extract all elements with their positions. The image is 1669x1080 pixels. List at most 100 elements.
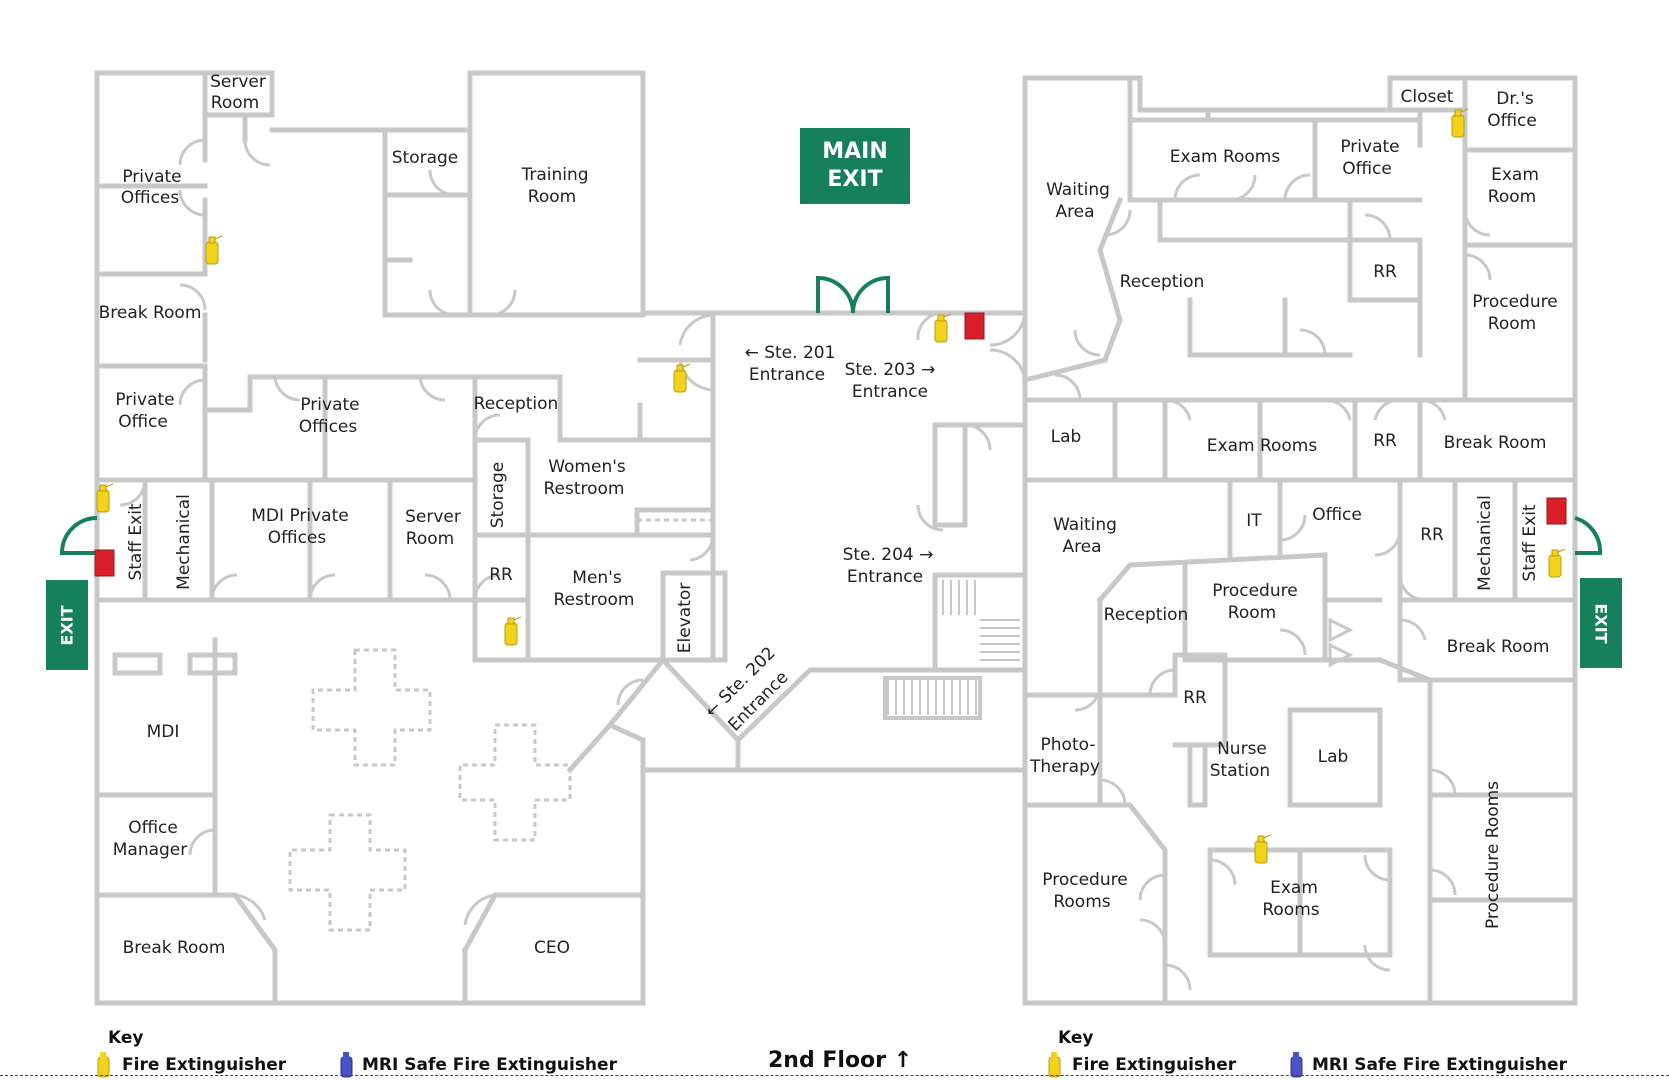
room-label: Exam Rooms bbox=[1170, 147, 1281, 167]
room-label: Room bbox=[1228, 603, 1276, 623]
room-label: Photo- bbox=[1041, 735, 1096, 755]
room-label: Men's bbox=[572, 568, 622, 588]
room-label: Station bbox=[1210, 761, 1270, 781]
north-arrow-icon: ↑ bbox=[893, 1048, 913, 1073]
entrance-label: Entrance bbox=[749, 365, 825, 385]
room-label: Room bbox=[211, 93, 259, 113]
left-exit-label: EXIT bbox=[57, 604, 77, 646]
room-label: RR bbox=[1420, 525, 1444, 545]
fire-extinguisher-icon bbox=[97, 1052, 110, 1078]
room-label: Therapy bbox=[1029, 757, 1100, 777]
key-left-fire-label: Fire Extinguisher bbox=[122, 1055, 287, 1075]
right-exit-sign: EXIT bbox=[1580, 578, 1622, 668]
room-label: Room bbox=[528, 187, 576, 207]
room-label: Exam bbox=[1270, 878, 1318, 898]
fire-extinguisher-icon bbox=[1048, 1052, 1061, 1078]
room-label: Office bbox=[128, 818, 178, 838]
room-label: Procedure bbox=[1042, 870, 1127, 890]
room-label: Procedure bbox=[1472, 292, 1557, 312]
room-label: RR bbox=[1183, 688, 1207, 708]
room-label: IT bbox=[1246, 511, 1262, 531]
room-label: Offices bbox=[268, 528, 327, 548]
room-label: Room bbox=[1488, 187, 1536, 207]
main-exit-door bbox=[59, 275, 1603, 555]
key-left-title: Key bbox=[108, 1028, 144, 1048]
key-right-title: Key bbox=[1058, 1028, 1094, 1048]
left-exit-sign: EXIT bbox=[46, 580, 88, 670]
mri-extinguisher-icon bbox=[1290, 1052, 1303, 1078]
fire-extinguisher-icon bbox=[934, 313, 952, 343]
walls bbox=[94, 70, 1578, 1006]
room-label: Break Room bbox=[123, 938, 226, 958]
room-label: Storage bbox=[392, 148, 459, 168]
room-label: Reception bbox=[1104, 605, 1189, 625]
room-label: Reception bbox=[1120, 272, 1205, 292]
room-label: Nurse bbox=[1217, 739, 1267, 759]
page-bottom-dashed-line bbox=[0, 1075, 1669, 1076]
entrance-label: ← Ste. 201 bbox=[745, 343, 836, 363]
room-label: Procedure Rooms bbox=[1483, 781, 1503, 929]
room-label: Private bbox=[115, 390, 174, 410]
room-label: Restroom bbox=[543, 479, 624, 499]
room-label: Rooms bbox=[1053, 892, 1110, 912]
room-label: Elevator bbox=[675, 583, 695, 653]
fire-alarm-icon bbox=[1546, 497, 1567, 525]
entrance-label: Ste. 204 → bbox=[843, 545, 934, 565]
room-label: Office bbox=[1342, 159, 1392, 179]
room-label: Private bbox=[1340, 137, 1399, 157]
fire-extinguisher-icon bbox=[1451, 108, 1469, 138]
floor-title: 2nd Floor ↑ bbox=[768, 1048, 912, 1073]
room-label: Room bbox=[406, 529, 454, 549]
room-label: Office bbox=[1312, 505, 1362, 525]
room-label: Women's bbox=[548, 457, 626, 477]
entrance-label: Entrance bbox=[852, 382, 928, 402]
fire-extinguisher-icon bbox=[504, 616, 522, 646]
key-right-fire-label: Fire Extinguisher bbox=[1072, 1055, 1237, 1075]
room-label: Break Room bbox=[1447, 637, 1550, 657]
room-label: Exam Rooms bbox=[1207, 436, 1318, 456]
fire-extinguisher-icon bbox=[1254, 834, 1272, 864]
fire-alarm-icon bbox=[94, 549, 115, 577]
room-label: Break Room bbox=[1444, 433, 1547, 453]
room-label: CEO bbox=[534, 938, 570, 958]
room-label: Office bbox=[1487, 111, 1537, 131]
room-label: Waiting bbox=[1046, 180, 1110, 200]
fire-extinguisher-icon bbox=[1548, 548, 1566, 578]
room-label: RR bbox=[489, 565, 513, 585]
room-label: Area bbox=[1062, 537, 1101, 557]
entrance-label: Entrance bbox=[847, 567, 923, 587]
room-label: Training bbox=[520, 165, 588, 185]
room-label: MDI Private bbox=[251, 506, 348, 526]
floor-title-text: 2nd Floor bbox=[768, 1048, 887, 1073]
key-right-mri-label: MRI Safe Fire Extinguisher bbox=[1312, 1055, 1567, 1075]
room-label: Staff Exit bbox=[126, 503, 146, 581]
room-label: MDI bbox=[147, 722, 180, 742]
room-label: Offices bbox=[299, 417, 358, 437]
room-label: Office bbox=[118, 412, 168, 432]
main-exit-sign: MAIN EXIT bbox=[800, 128, 910, 204]
room-label: Storage bbox=[488, 462, 508, 529]
room-label: Break Room bbox=[99, 303, 202, 323]
room-label: Dr.'s bbox=[1496, 89, 1534, 109]
dashed-furniture bbox=[288, 518, 712, 932]
room-label: Manager bbox=[113, 840, 188, 860]
room-label: Procedure bbox=[1212, 581, 1297, 601]
mri-extinguisher-icon bbox=[340, 1052, 353, 1078]
room-label: Staff Exit bbox=[1520, 504, 1540, 582]
stairs bbox=[883, 580, 1020, 720]
room-label: Mechanical bbox=[174, 494, 194, 590]
room-label: Mechanical bbox=[1475, 495, 1495, 591]
room-label: Reception bbox=[474, 394, 559, 414]
room-label: Lab bbox=[1318, 747, 1349, 767]
room-label: Area bbox=[1055, 202, 1094, 222]
room-labels-right: Waiting Area Exam Rooms Private Office C… bbox=[1029, 87, 1558, 929]
room-label: Server bbox=[405, 507, 461, 527]
fire-extinguisher-icon bbox=[673, 363, 691, 393]
fire-extinguisher-icon bbox=[96, 483, 114, 513]
room-label: Offices bbox=[121, 188, 180, 208]
fire-extinguisher-icon bbox=[205, 235, 223, 265]
room-label: RR bbox=[1373, 431, 1397, 451]
room-label: Private bbox=[300, 395, 359, 415]
fire-alarm-icon bbox=[964, 312, 985, 340]
